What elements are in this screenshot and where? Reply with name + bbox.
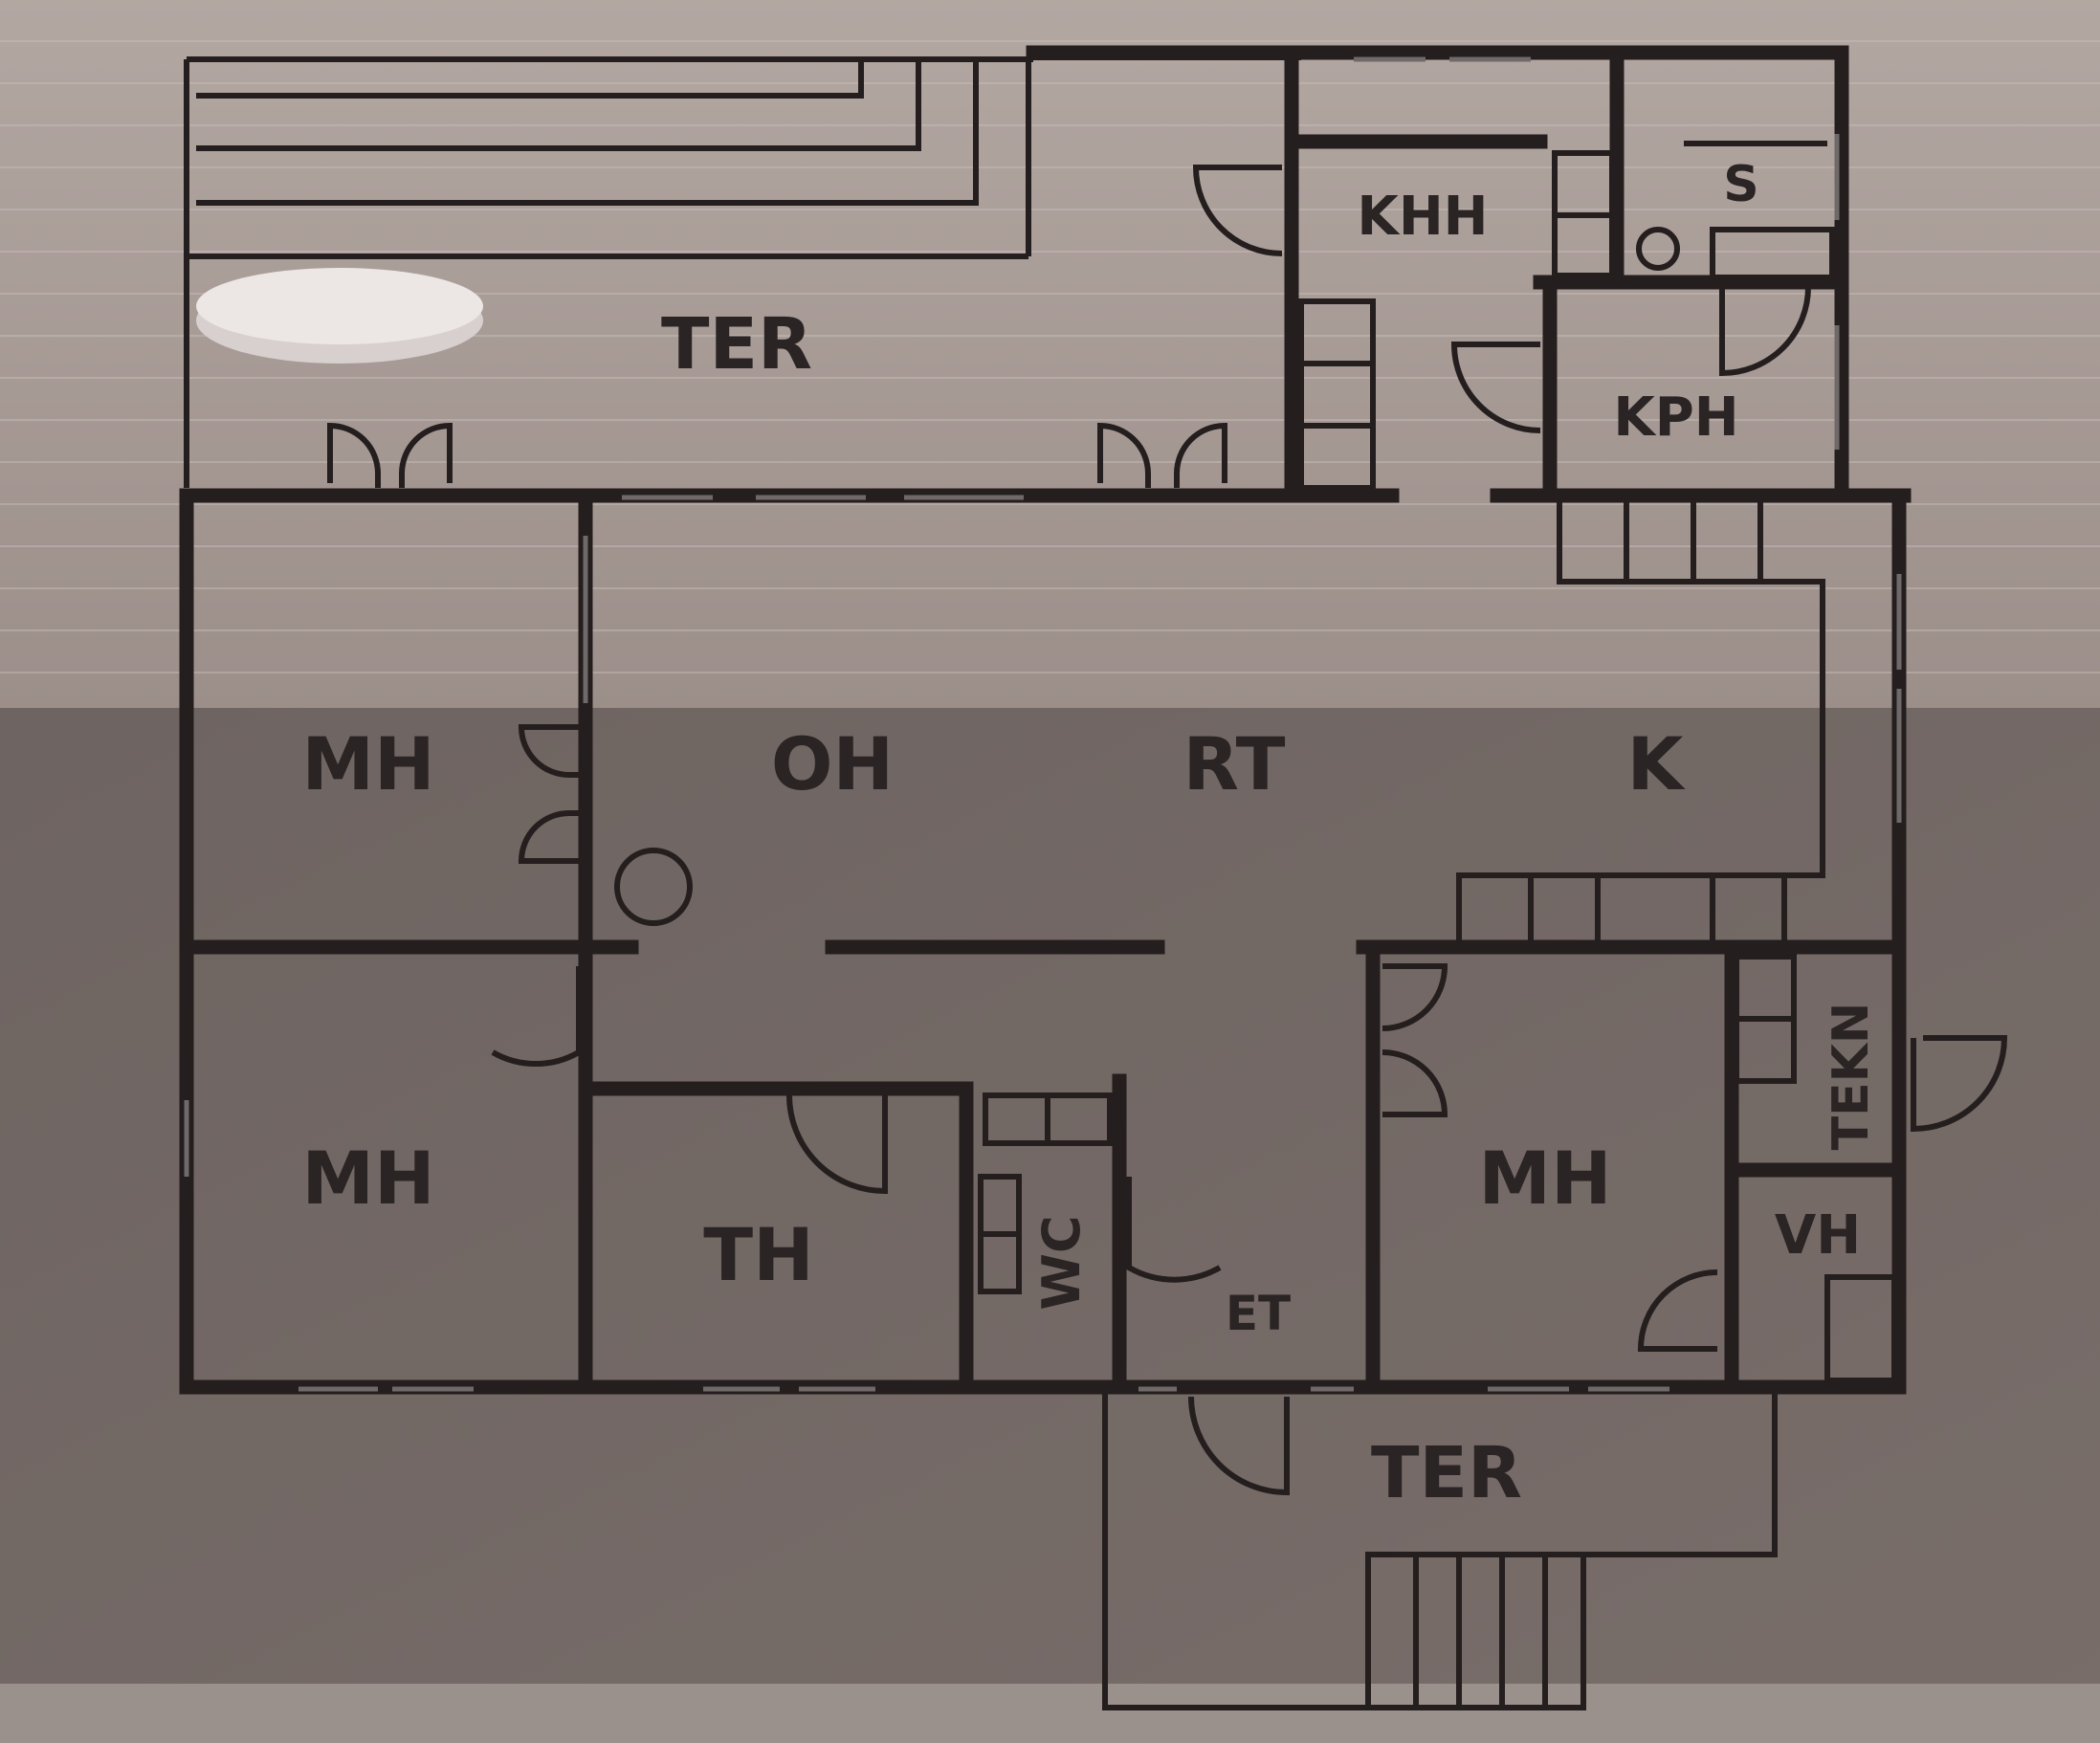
bottom-terrace [1102, 1392, 1778, 1710]
room-label-s: S [1723, 156, 1758, 213]
kitchen-counters [1456, 502, 1825, 942]
room-label-et: ET [1226, 1286, 1291, 1341]
room-label-vh: VH [1775, 1204, 1861, 1267]
room-label-ter-top: TER [661, 303, 812, 386]
windows [184, 56, 1902, 1392]
room-label-k: K [1627, 721, 1687, 806]
room-labels: TER KHH S KPH MH OH RT K MH TH WC ET MH … [301, 156, 1880, 1514]
room-label-khh: KHH [1357, 186, 1488, 248]
doors [327, 165, 2008, 1496]
room-label-ter-bottom: TER [1371, 1432, 1522, 1514]
sauna-stove [1636, 227, 1680, 271]
fixtures [614, 141, 1897, 1383]
room-label-oh: OH [771, 721, 894, 806]
room-label-rt: RT [1183, 721, 1286, 806]
exterior-walls [179, 45, 1912, 1395]
room-label-mh-right: MH [1478, 1136, 1611, 1221]
top-terrace [184, 55, 1301, 488]
fireplace-circle [614, 848, 693, 926]
room-label-mh-left-bottom: MH [301, 1136, 434, 1221]
room-label-wc: WC [1031, 1215, 1092, 1310]
room-label-kph: KPH [1613, 386, 1738, 449]
room-label-mh-left-top: MH [301, 721, 434, 806]
room-label-th: TH [703, 1212, 813, 1297]
room-label-tekn: TEKN [1823, 1003, 1880, 1151]
